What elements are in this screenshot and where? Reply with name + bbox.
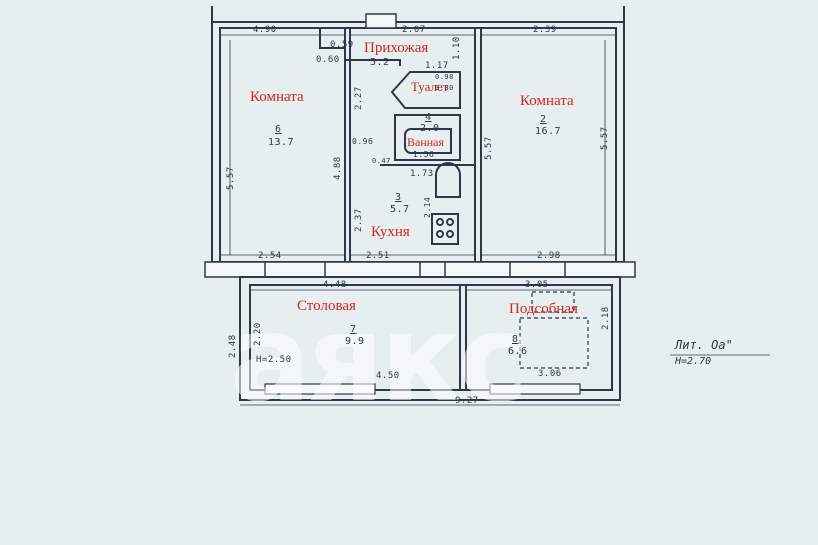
dim-bottom-right: 2.98 [537,251,561,261]
dim-ext-v-left2: 2.20 [253,322,263,346]
dim-mid-v: 4.88 [333,156,343,180]
wall-extension-outer [239,276,621,401]
room-area-right: 16.7 [535,126,562,137]
dim-bath-w: 1.56 [413,150,435,159]
lit-stamp: Лит. Oа" H=2.70 [675,338,733,367]
dim-small-b: 0.47 [372,157,391,165]
dim-small-a: 0.96 [352,137,374,146]
dim-ext-h-left: H=2.50 [256,355,292,365]
dim-small-c: 2.14 [423,196,432,218]
dim-kitchen-w: 1.73 [410,169,434,179]
room-area-kitchen: 5.7 [390,204,410,215]
label-hallway: Прихожая [364,40,429,56]
room-number-dining: 7 [350,324,357,335]
watermark: аякс [230,290,529,429]
dim-top-right: 2.39 [533,25,557,35]
utility-fixture [531,291,575,313]
label-room-right: Комната [520,93,574,109]
dim-top-mid: 2.07 [402,25,426,35]
room-area-hall: 5.2 [370,57,390,68]
wall-bath [394,114,461,161]
wall-toilet [390,71,461,109]
dim-hall-b: 0.60 [316,55,340,65]
dim-hall-a: 0.59 [330,40,354,50]
room-area-utility: 6.6 [508,346,528,357]
room-number-left: 6 [275,124,282,135]
dim-ext-total: 9.27 [455,396,479,406]
label-dining: Столовая [297,298,356,314]
dim-right-v: 5.57 [484,136,494,160]
bathtub [404,128,452,154]
dim-top-left: 4.90 [253,25,277,35]
label-room-left: Комната [250,89,304,105]
room-number-kitchen: 3 [395,192,402,203]
dim-inner-v: 2.27 [354,86,364,110]
dim-far-right-v: 5.57 [600,126,610,150]
dim-left-v: 5.57 [226,166,236,190]
dim-hall-w: 1.17 [425,61,449,71]
window-extension-right [489,383,581,395]
lit-stamp-line1: Лит. Oа" [675,338,733,352]
dim-ext-left: 4.48 [323,280,347,290]
room-number-bath: 4 [425,112,432,123]
dim-ext-bottom-right: 3.06 [538,369,562,379]
room-number-utility: 8 [512,334,519,345]
room-area-bath: 2.0 [420,123,440,134]
dim-inner-v2: 2.37 [354,208,364,232]
dim-toilet-h: 0.80 [435,84,454,92]
label-bathroom: Ванная [407,135,445,149]
room-area-dining: 9.9 [345,336,365,347]
dim-toilet-w: 0.98 [435,73,454,81]
dim-toilet-v: 1.10 [452,36,462,60]
sink [435,162,461,198]
label-kitchen: Кухня [371,224,410,240]
window-top-center [365,13,397,29]
dim-bottom-left: 2.54 [258,251,282,261]
dim-bottom-mid: 2.51 [366,251,390,261]
room-area-left: 13.7 [268,137,295,148]
label-utility: Подсобная [509,301,578,317]
stove [431,213,459,245]
dim-ext-v-left: 2.48 [228,334,238,358]
dim-ext-v-right: 2.18 [601,306,611,330]
room-number-right: 2 [540,114,547,125]
window-extension-left [264,383,376,395]
label-toilet: Туалет [411,79,449,94]
wall-extension-inner [249,284,613,391]
lit-stamp-line2: H=2.70 [675,356,712,367]
dim-ext-bottom-left: 4.50 [376,371,400,381]
dim-ext-right: 3.05 [525,280,549,290]
